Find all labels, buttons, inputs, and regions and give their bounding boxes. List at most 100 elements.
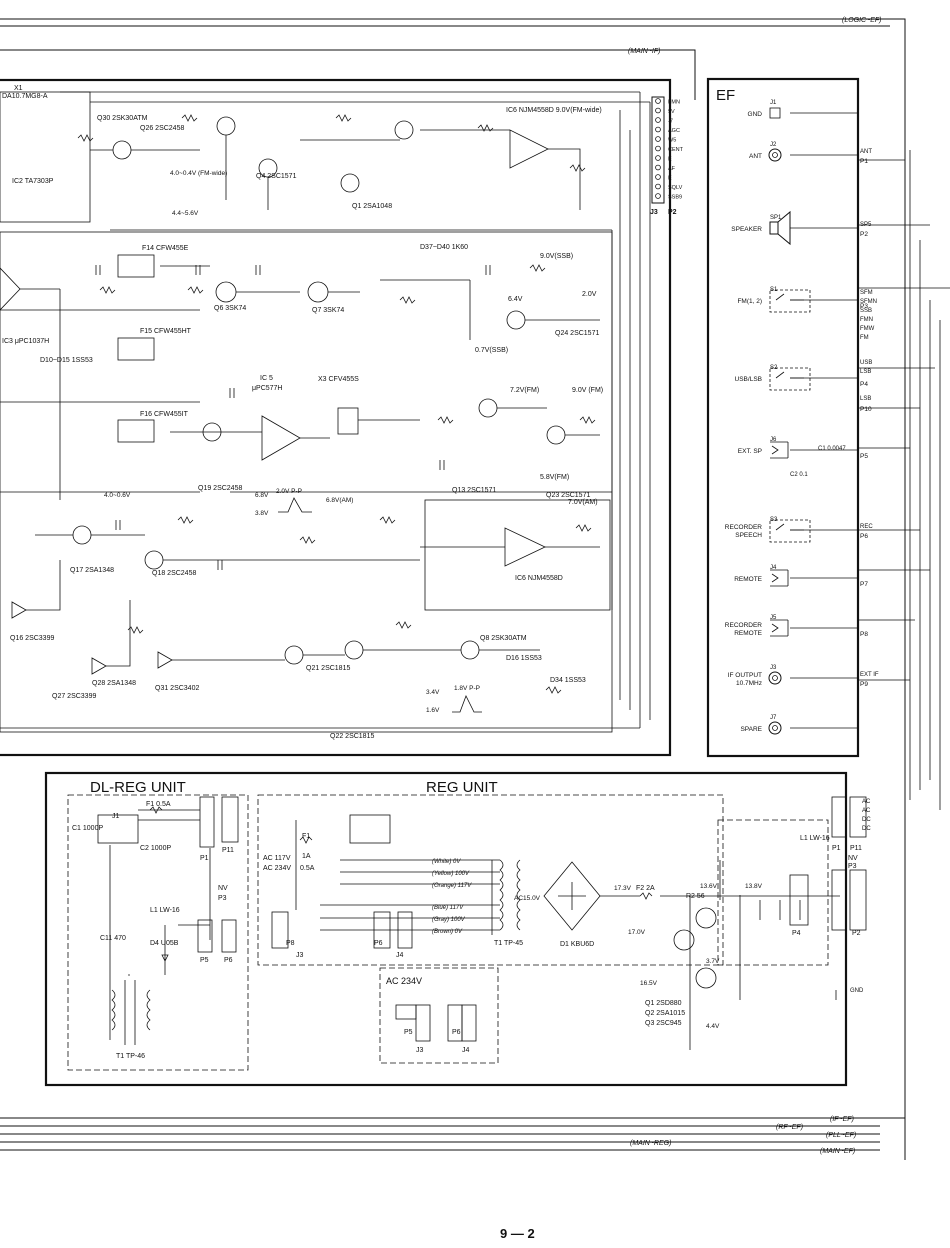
f16-label: F16 CFW455IT: [140, 411, 189, 418]
j3-pin-hole: [655, 98, 661, 104]
bus-label-main-if: (MAIN~IF): [628, 48, 660, 55]
ef-item-label: ANT: [749, 153, 762, 160]
reg-v173-label: 17.3V: [614, 885, 632, 892]
dl-c11-label: C11 470: [100, 935, 126, 942]
reg-ac1-label: AC 117V: [263, 855, 291, 862]
reg-ac15-label: AC15.0V: [514, 895, 541, 902]
j3-pin-label: AF: [668, 166, 676, 172]
reg-acpin-2: AC: [862, 808, 871, 814]
dl-d4-label: D4 U05B: [150, 940, 179, 947]
page-number: 9 — 2: [500, 1226, 535, 1241]
jack-icon: [770, 569, 789, 587]
j3-pin-label: -7: [668, 119, 673, 125]
ef-item-ref: S2: [770, 365, 778, 371]
reg-f1-label: F1: [302, 833, 310, 840]
ef-item-port: P2: [860, 231, 868, 238]
ef-item-pin: EXT IF: [860, 672, 879, 678]
reg-v44-label: 4.4V: [706, 1023, 720, 1030]
dl-l1-label: L1 LW-16: [150, 907, 180, 914]
rca-jack-icon: [768, 148, 782, 162]
dl-p3-label: P3: [218, 895, 227, 902]
ef-item-port: P4: [860, 381, 868, 388]
v9-fm-label: 9.0V (FM): [572, 387, 603, 394]
dl-reg-title: DL-REG UNIT: [90, 779, 186, 796]
ic2-label: IC2 TA7303P: [12, 178, 54, 185]
x1-part-label: DA10.7MG8-A: [2, 93, 48, 100]
reg-acpin-4: DC: [862, 826, 871, 832]
j3-pin-label: SQLV: [668, 185, 683, 191]
v18pp-label: 1.8V P-P: [454, 685, 480, 692]
j3-pin-label: 9V: [668, 109, 675, 115]
v34-label: 3.4V: [426, 689, 440, 696]
q31-label: Q31 2SC3402: [155, 685, 199, 692]
reg-v170-label: 17.0V: [628, 929, 646, 936]
ef-item-port: P5: [860, 453, 868, 460]
reg-j4-label: J4: [396, 952, 404, 959]
reg-gnd-label: GND: [850, 988, 864, 994]
switch-icon: [769, 367, 811, 391]
fm-pin-sfmn: SFMN: [860, 299, 877, 305]
j3-pin-label: SSB9: [668, 195, 682, 201]
q27-label: Q27 2SC3399: [52, 693, 96, 700]
d34-label: D34 1SS53: [550, 677, 586, 684]
reg-box-j3-label: J3: [416, 1047, 424, 1054]
reg-v37-label: 3.7V: [706, 958, 720, 965]
ef-item-label: SPARE: [740, 726, 762, 733]
range2-label: 4.0~0.6V: [104, 492, 131, 499]
ef-right-wiring: [858, 150, 950, 810]
fm-wide-bias-label: 4.0~0.4V (FM-wide): [170, 170, 227, 177]
ef-item-ref: J5: [770, 615, 777, 621]
ef-item-ref: S1: [770, 287, 778, 293]
q8-label: Q8 2SK30ATM: [480, 635, 527, 642]
ef-item-port: P8: [860, 631, 868, 638]
ef-item-pin: ANT: [860, 149, 872, 155]
dl-j1-label: J1: [112, 813, 120, 820]
q4-label: Q4 2SC1571: [256, 173, 297, 180]
fm-pin-ssb: SSB: [860, 308, 872, 314]
reg-j3-label: J3: [296, 952, 304, 959]
ef-panel: [706, 77, 860, 758]
q7-label: Q7 3SK74: [312, 307, 344, 314]
d10-label: D10~D15 1SS53: [40, 357, 93, 364]
ef-c1-label: C1 0.0047: [818, 446, 846, 452]
v9-ssb-label: 9.0V(SSB): [540, 253, 573, 260]
q23-label: Q23 2SC1571: [546, 492, 590, 499]
j3-label: J3: [650, 209, 658, 216]
bus-label-if-ef: (IF~EF): [830, 1116, 854, 1123]
bus-label-logic-ef: (LOGIC~EF): [842, 17, 881, 24]
ef-c2-label: C2 0.1: [790, 472, 808, 478]
reg-v136-label: 13.6V: [700, 883, 718, 890]
ef-item-ref: J6: [770, 437, 777, 443]
transformer-wire-label: (Orange) 117V: [432, 883, 472, 889]
ic6-top-label: IC6 NJM4558D 9.0V(FM-wide): [506, 107, 602, 114]
reg-fuse1a-label: 1A: [302, 853, 311, 860]
reg-box-p6-label: P6: [452, 1029, 461, 1036]
reg-unit-title: REG UNIT: [426, 779, 498, 796]
switch-icon: [769, 519, 811, 543]
ic3-label: IC3 μPC1037H: [2, 338, 49, 345]
reg-ac2-label: AC 234V: [263, 865, 291, 872]
reg-ac234-box-label: AC 234V: [386, 976, 422, 986]
fm-pin-sfm: SFM: [860, 290, 873, 296]
ef-item-port: P6: [860, 533, 868, 540]
transformer-wire-label: (Gray) 100V: [432, 917, 466, 923]
ef-item-label: REMOTE: [734, 576, 762, 583]
ef-item-label: EXT. SP: [738, 448, 762, 455]
if-board: [0, 78, 672, 757]
reg-p1-label: P1: [832, 845, 841, 852]
reg-box-j4-label: J4: [462, 1047, 470, 1054]
fm-pin-fm: FM: [860, 335, 869, 341]
ic5-label: IC 5: [260, 375, 273, 382]
rca-jack-icon: [768, 671, 782, 685]
dl-t1-label: T1 TP-46: [116, 1053, 145, 1060]
q6-label: Q6 3SK74: [214, 305, 246, 312]
reg-p11-label: P11: [850, 845, 862, 852]
